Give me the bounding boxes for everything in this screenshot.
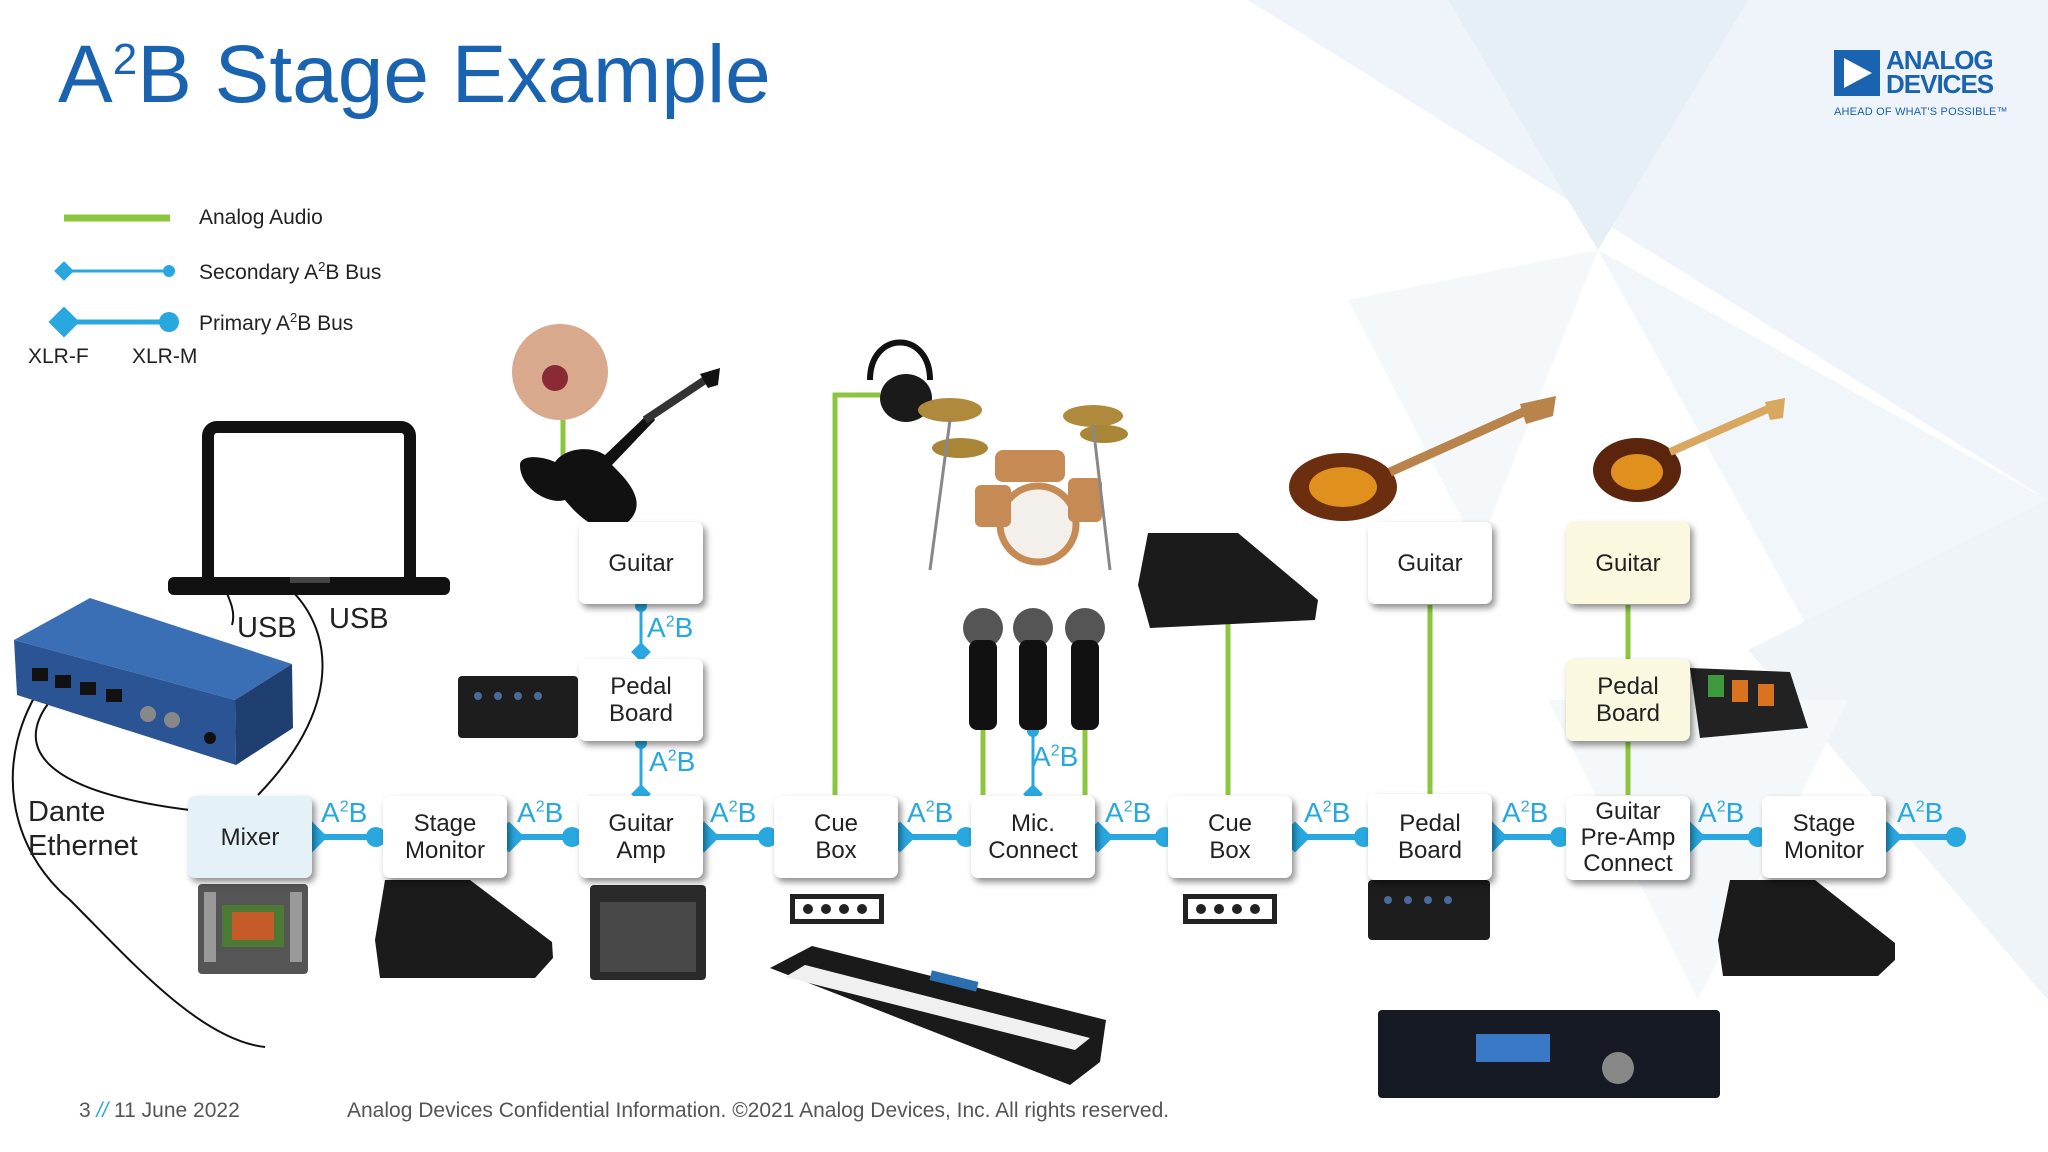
legend-secondary-diamond <box>54 261 74 281</box>
guitar-amp-icon <box>590 885 706 980</box>
legend-xlr-m-label: XLR-M <box>132 345 198 368</box>
a2b-label: A2B <box>517 797 564 828</box>
usb-cable-2 <box>257 581 324 796</box>
legend-secondary-dot <box>163 265 175 277</box>
bass-guitar-icon <box>1289 396 1556 521</box>
microphone-1 <box>963 608 1003 730</box>
guitar-node-2: Guitar <box>1368 522 1492 604</box>
guitar-node-3: Guitar <box>1566 522 1690 604</box>
cue-box-node-2: Cue Box <box>1168 796 1292 878</box>
electric-guitar-icon <box>520 368 720 530</box>
pedal-board-bus-node: Pedal Board <box>1368 794 1492 880</box>
monitor-wedge-2 <box>1138 533 1318 628</box>
cue-box-node-1: Cue Box <box>774 796 898 878</box>
legend-primary-dot <box>159 312 179 332</box>
footer-notice: Analog Devices Confidential Information.… <box>347 1099 1170 1122</box>
a2b-label: A2B <box>710 797 757 828</box>
dante-ethernet-label: Dante Ethernet <box>28 796 138 862</box>
drum-kit-icon <box>918 398 1128 571</box>
footer-page-date: 3 // 11 June 2022 <box>79 1099 240 1122</box>
usb-label-1: USB <box>237 612 297 644</box>
analog-devices-logo-icon <box>1834 50 1880 96</box>
legend-primary-label: Primary A2B Bus <box>199 310 354 335</box>
pedal-board-icons <box>458 668 1808 940</box>
page-title: A2B Stage Example <box>58 29 771 120</box>
usb-label-2: USB <box>329 603 389 635</box>
digital-mixer-icon <box>198 884 308 974</box>
keyboard-icon <box>770 946 1106 1085</box>
guitar-preamp-node: Guitar Pre-Amp Connect <box>1566 796 1690 880</box>
analog-line-headphones <box>832 392 880 795</box>
analog-audio-lines <box>560 392 1631 795</box>
mixer-node: Mixer <box>188 796 312 878</box>
a2b-label: A2B <box>1698 797 1745 828</box>
stage-monitor-wedge-icons <box>375 533 1895 978</box>
stage-monitor-node-1: Stage Monitor <box>383 796 507 878</box>
guitar-amp-node: Guitar Amp <box>579 796 703 878</box>
a2b-label: A2B <box>649 746 696 777</box>
legend-analog-label: Analog Audio <box>199 206 323 229</box>
legend-xlr-f-label: XLR-F <box>28 345 89 368</box>
legend-secondary-label: Secondary A2B Bus <box>199 259 382 284</box>
dante-cable-2 <box>34 689 191 811</box>
a2b-label: A2B <box>647 612 694 643</box>
rack-module-icon <box>1378 1010 1720 1098</box>
a2b-label: A2B <box>1304 797 1351 828</box>
mic-connect-node: Mic. Connect <box>971 796 1095 878</box>
pedal-board-node-1: Pedal Board <box>579 659 703 741</box>
pedal-board-node-3: Pedal Board <box>1566 659 1690 741</box>
microphone-2 <box>1013 608 1053 730</box>
a2b-label: A2B <box>1032 741 1079 772</box>
a2b-label: A2B <box>1105 797 1152 828</box>
a2b-label: A2B <box>1502 797 1549 828</box>
monitor-wedge-1 <box>375 880 553 978</box>
logo-tagline: AHEAD OF WHAT'S POSSIBLE™ <box>1834 106 2008 118</box>
legend-primary-diamond <box>48 306 80 338</box>
stage-monitor-node-2: Stage Monitor <box>1762 796 1886 878</box>
a2b-label: A2B <box>321 797 368 828</box>
guitar-node-1: Guitar <box>579 522 703 604</box>
laptop-icon <box>168 421 450 595</box>
microphone-3 <box>1065 608 1105 730</box>
microphone-icons <box>963 608 1105 730</box>
dante-cable-1 <box>11 679 266 1048</box>
stratocaster-guitar-icon <box>1593 398 1785 502</box>
background-pattern <box>1248 0 2048 1000</box>
monitor-wedge-3 <box>1718 880 1895 976</box>
a2b-label: A2B <box>1897 797 1944 828</box>
cue-box-icons <box>790 894 1277 924</box>
a2b-label: A2B <box>907 797 954 828</box>
in-ear-monitor-icon <box>512 324 608 420</box>
audio-interface-icon <box>14 598 293 765</box>
